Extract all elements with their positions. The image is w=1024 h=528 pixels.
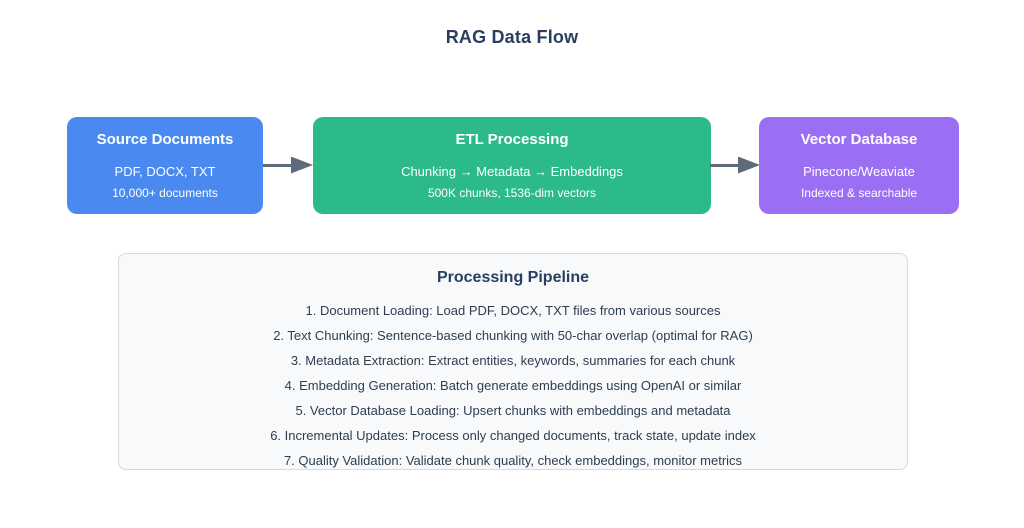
node-title: Source Documents [96, 131, 234, 148]
flow-node-vector-database: Vector Database Pinecone/Weaviate Indexe… [759, 117, 959, 214]
node-subtitle: Pinecone/Weaviate [803, 164, 915, 179]
pipeline-step-list: 1. Document Loading: Load PDF, DOCX, TXT… [119, 298, 907, 473]
node-subtitle: Chunking → Metadata → Embeddings [401, 164, 623, 179]
node-title: Vector Database [800, 131, 918, 148]
node-subtitle: PDF, DOCX, TXT [114, 164, 216, 179]
arrow-head [291, 156, 313, 174]
pipeline-step: 1. Document Loading: Load PDF, DOCX, TXT… [305, 303, 721, 318]
pipeline-step: 5. Vector Database Loading: Upsert chunk… [295, 403, 731, 418]
pipeline-step: 7. Quality Validation: Validate chunk qu… [283, 453, 743, 468]
pipeline-title: Processing Pipeline [436, 269, 590, 286]
pipeline-step: 3. Metadata Extraction: Extract entities… [290, 353, 736, 368]
diagram-title: RAG Data Flow [445, 27, 579, 47]
pipeline-step: 6. Incremental Updates: Process only cha… [270, 428, 756, 443]
flow-node-etl-processing: ETL Processing Chunking → Metadata → Emb… [313, 117, 711, 214]
pipeline-step: 2. Text Chunking: Sentence-based chunkin… [273, 328, 753, 343]
pipeline-step: 4. Embedding Generation: Batch generate … [284, 378, 742, 393]
processing-pipeline-panel: Processing Pipeline 1. Document Loading:… [118, 253, 908, 470]
arrow-shaft [710, 163, 738, 167]
flow-node-source-documents: Source Documents PDF, DOCX, TXT 10,000+ … [67, 117, 263, 214]
flow-arrow-icon [263, 155, 313, 175]
node-title: ETL Processing [455, 131, 569, 148]
arrow-shaft [263, 163, 291, 167]
node-detail: Indexed & searchable [800, 186, 918, 200]
flow-arrow-icon [710, 155, 760, 175]
node-detail: 500K chunks, 1536-dim vectors [427, 186, 597, 200]
node-detail: 10,000+ documents [112, 186, 218, 200]
arrow-head [738, 156, 760, 174]
